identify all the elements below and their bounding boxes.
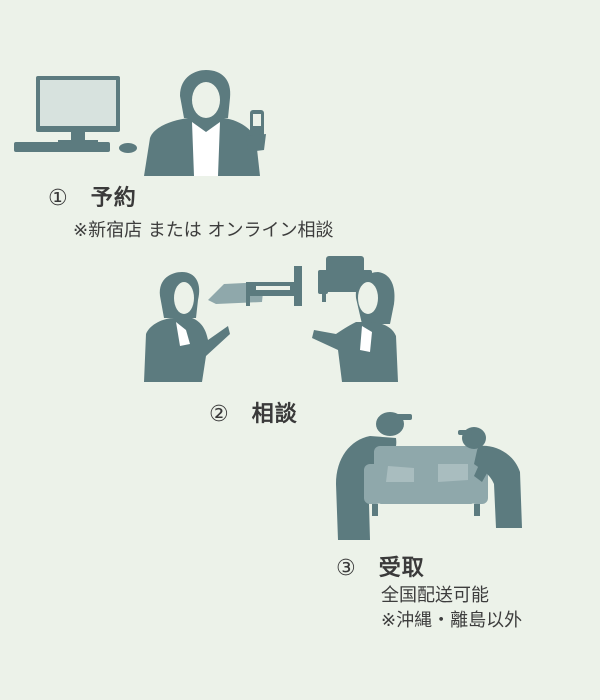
sofa-icon [364,446,488,516]
customer-woman-icon [312,272,398,382]
staff-woman-icon [144,272,230,382]
bed-icon [208,266,302,306]
step-1-number: ① [48,186,69,211]
mover-man-icon [458,427,522,528]
step-1-note: ※新宿店 または オンライン相談 [73,220,334,241]
desktop-computer-icon [14,76,137,153]
step-2-label: 相談 [251,402,298,427]
step-3-note-1: 全国配送可能 [381,585,489,606]
step-2-title: ② 相談 [209,396,298,428]
step-3-label: 受取 [378,556,425,581]
armchair-icon [318,256,372,302]
step-3-number: ③ [336,556,357,581]
step-1-label: 予約 [90,186,137,211]
step-1-title: ① 予約 [48,180,137,212]
step-3-note-2: ※沖縄・離島以外 [381,610,523,631]
step-3-title: ③ 受取 [336,550,425,582]
woman-with-phone-icon [144,70,266,176]
step-2-number: ② [209,402,230,427]
